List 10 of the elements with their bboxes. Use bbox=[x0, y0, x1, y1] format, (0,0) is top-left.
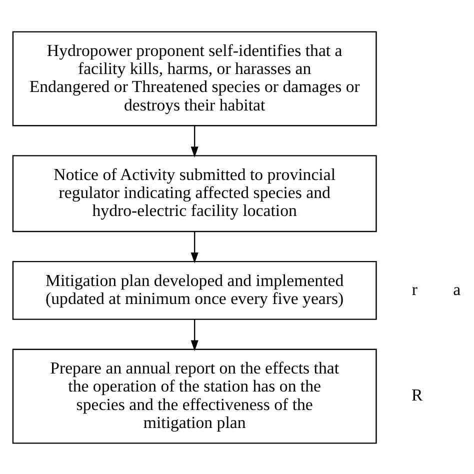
label: r bbox=[412, 279, 418, 298]
arrow bbox=[190, 231, 198, 263]
arrow bbox=[190, 318, 198, 351]
arrow bbox=[190, 125, 198, 157]
label: a bbox=[453, 279, 461, 298]
node-box: Mitigation plan developed and implemented (updated at minimum once every five years) bbox=[12, 260, 377, 320]
node-box: Prepare an annual report on the effects that the operation of the station has on the species and the effectiveness of the mitigation plan bbox=[12, 348, 377, 444]
label: R bbox=[412, 385, 423, 404]
node-box: Hydropower proponent self-identifies that a facility kills, harms, or harasses an Endangered or Threatened species or damages or destroys their habitat bbox=[12, 30, 377, 126]
node-box: Notice of Activity submitted to provincial regulator indicating affected species and hydro-electric facility location bbox=[12, 154, 377, 232]
